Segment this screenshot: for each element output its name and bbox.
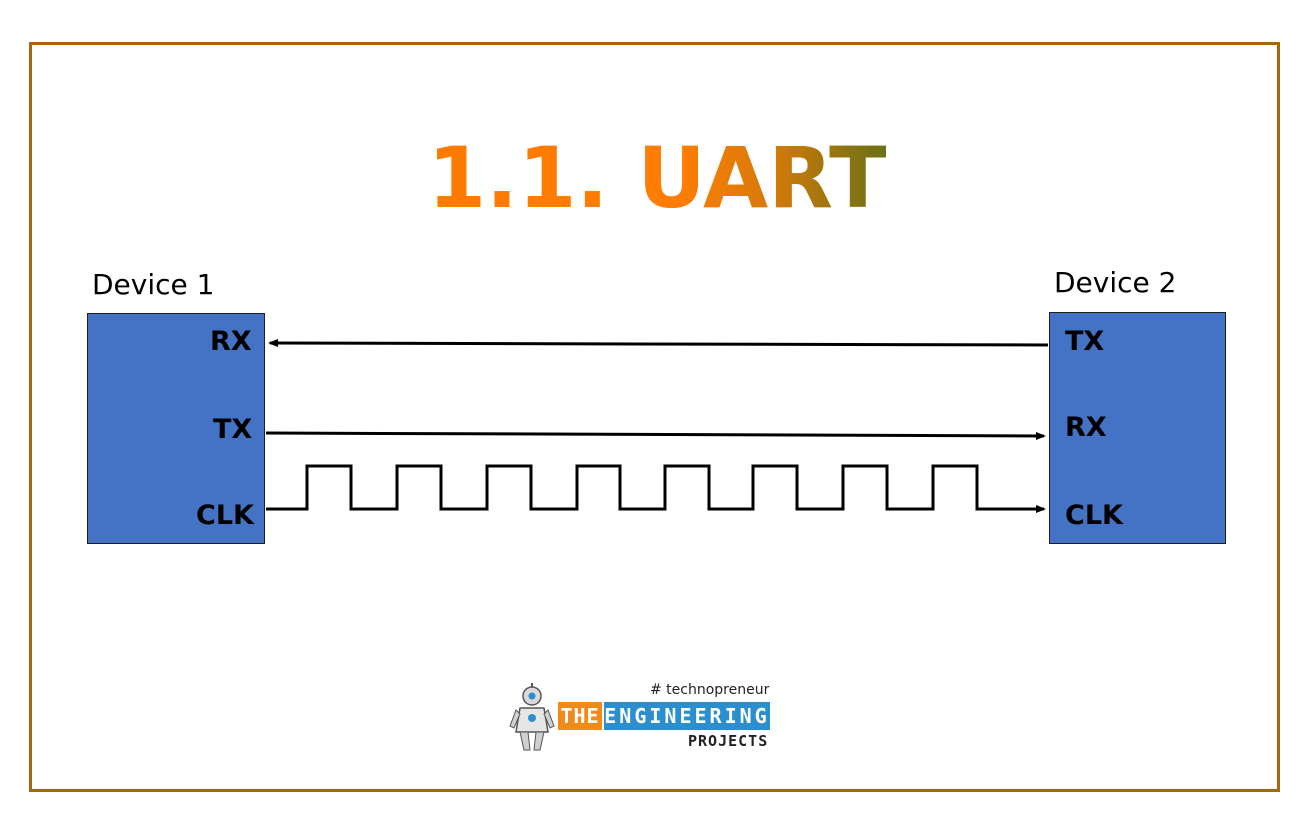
logo-engineering: ENGINEERING: [604, 702, 770, 730]
robot-icon: [509, 683, 555, 751]
device2-rx-label: RX: [1065, 412, 1107, 443]
engineering-projects-logo: # technopreneur THE ENGINEERING PROJECTS: [508, 680, 778, 752]
device2-box: [1049, 312, 1226, 544]
device2-clk-label: CLK: [1065, 500, 1123, 531]
device1-label: Device 1: [92, 268, 215, 301]
logo-the: THE: [558, 702, 602, 730]
device1-box: [87, 313, 265, 544]
device2-tx-label: TX: [1065, 326, 1105, 357]
tx-line-arrow: [265, 431, 1046, 440]
logo-tagline: # technopreneur: [650, 682, 770, 698]
diagram-frame: [29, 42, 1280, 792]
title-text: 1.1. UART: [427, 129, 887, 227]
logo-projects: PROJECTS: [688, 732, 769, 750]
device2-label: Device 2: [1054, 266, 1177, 299]
device1-clk-label: CLK: [196, 500, 254, 531]
clk-square-wave: [266, 464, 1046, 513]
device1-rx-label: RX: [210, 326, 252, 357]
page-title: 1.1. UART: [0, 128, 1314, 228]
device1-tx-label: TX: [213, 414, 253, 445]
rx-line-arrow: [268, 339, 1049, 348]
